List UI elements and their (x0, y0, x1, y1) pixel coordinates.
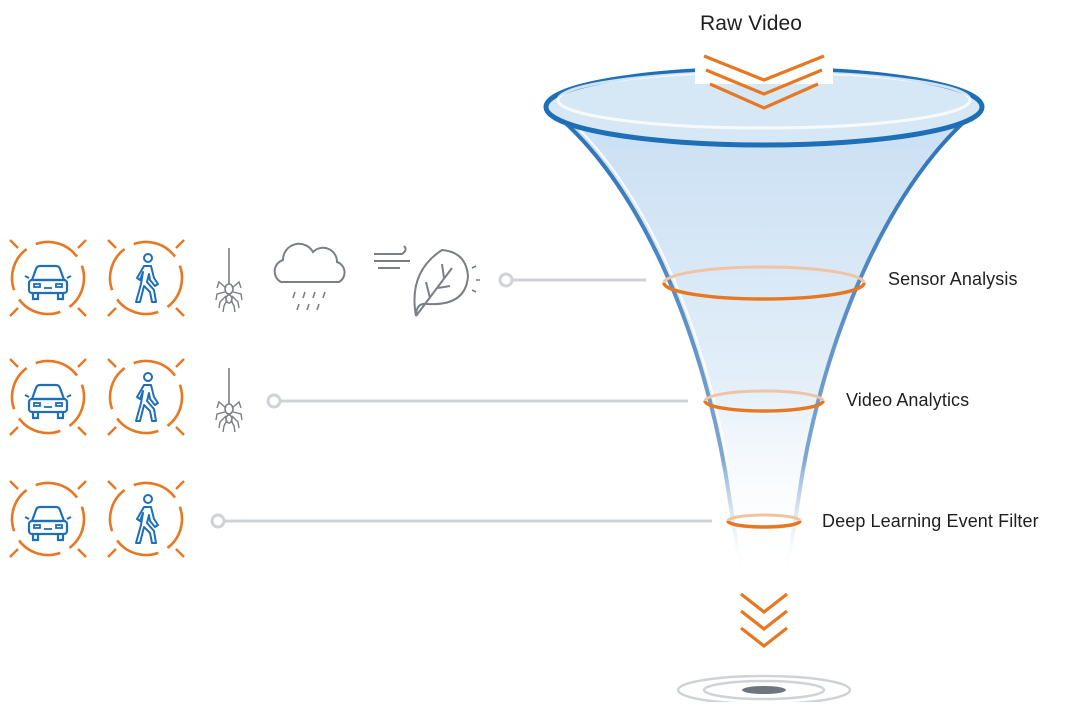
car-icon (0, 471, 96, 567)
stage-connector-2 (266, 393, 688, 409)
car-icon (0, 349, 96, 445)
wind-leaf-icon (374, 245, 480, 317)
stage-connector-1 (498, 272, 646, 288)
row-sensor-analysis-icons (0, 230, 480, 326)
stage-label-sensor-analysis: Sensor Analysis (888, 269, 1018, 289)
stage-connector-3 (210, 513, 712, 529)
stage-ring-3 (726, 513, 802, 529)
stage-ring-1 (662, 265, 866, 301)
pedestrian-icon (98, 230, 194, 326)
stage-label-video-analytics: Video Analytics (846, 390, 970, 410)
stage-label-deep-learning-event-filter: Deep Learning Event Filter (822, 511, 1039, 531)
rain-cloud-icon (273, 242, 346, 311)
outflow-chevrons-icon (740, 592, 788, 649)
pedestrian-icon (98, 471, 194, 567)
row-deep-learning-icons (0, 471, 194, 567)
funnel (543, 62, 985, 576)
stage-ring-2 (703, 389, 825, 413)
spider-icon (215, 367, 243, 433)
row-video-analytics-icons (0, 349, 243, 445)
output-target-icon (676, 674, 852, 706)
diagram-title: Raw Video (700, 12, 803, 35)
car-icon (0, 230, 96, 326)
pedestrian-icon (98, 349, 194, 445)
spider-icon (215, 247, 243, 313)
inflow-chevrons-icon (703, 54, 825, 110)
